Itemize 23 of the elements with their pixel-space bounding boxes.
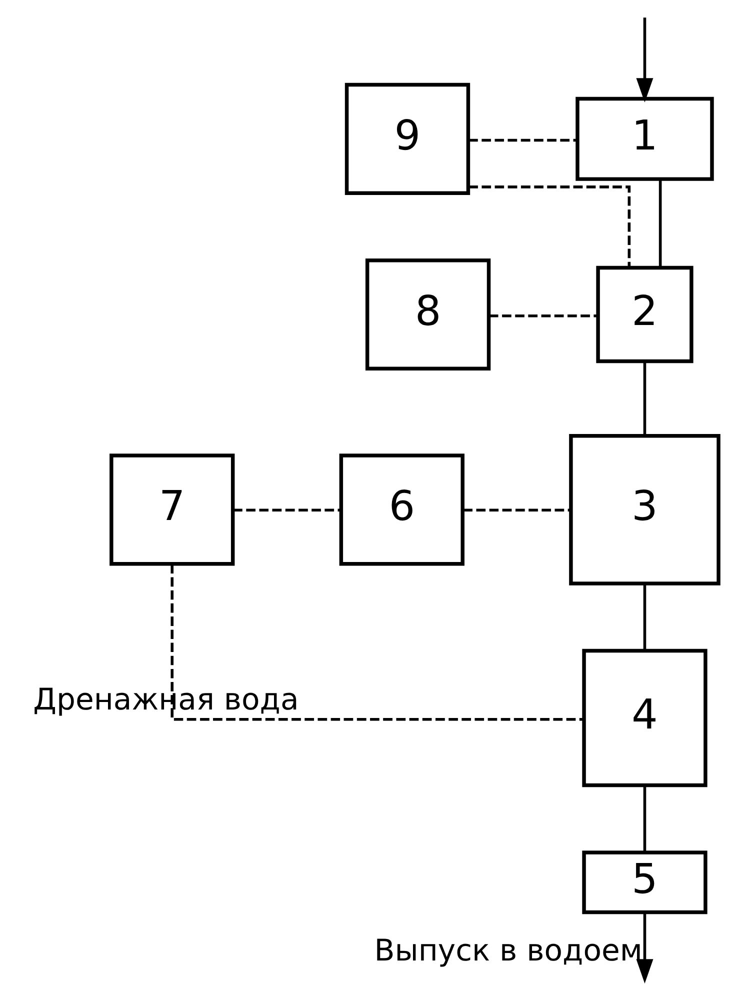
node-box: 6 (339, 454, 464, 566)
connector (643, 361, 646, 436)
connector (170, 564, 584, 721)
connector (233, 508, 341, 512)
node-box: 5 (582, 850, 708, 914)
edge-label: Дренажная вода (33, 682, 299, 718)
node-box: 4 (582, 648, 708, 788)
connector (488, 314, 598, 318)
node-box: 8 (365, 258, 491, 371)
connector (643, 584, 646, 650)
edge-label: Выпуск в водоем (374, 934, 642, 969)
connector (643, 785, 646, 852)
arrow (636, 912, 654, 984)
node-box: 2 (596, 266, 694, 364)
connector (658, 180, 662, 268)
node-box: 1 (576, 96, 714, 181)
connector (463, 508, 570, 512)
connector (468, 138, 578, 142)
node-box: 7 (110, 454, 235, 566)
node-box: 3 (569, 434, 720, 586)
arrow (636, 18, 654, 102)
node-box: 9 (344, 82, 470, 195)
connector (468, 186, 631, 268)
